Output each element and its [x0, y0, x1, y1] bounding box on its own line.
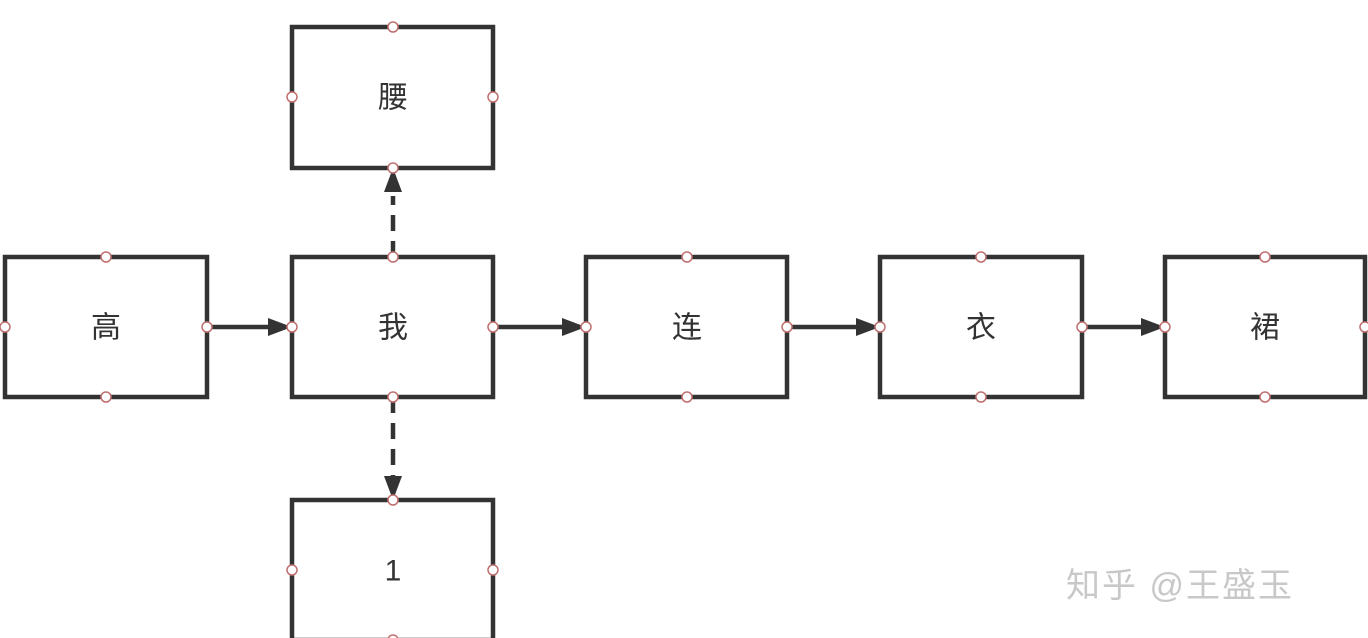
- connection-point[interactable]: [1076, 321, 1088, 333]
- connection-point[interactable]: [387, 251, 399, 263]
- edge-wo-one[interactable]: [384, 397, 402, 500]
- node-lian[interactable]: 连: [580, 251, 793, 403]
- edge-wo-waist[interactable]: [384, 168, 402, 257]
- watermark-text: 知乎 @王盛玉: [1066, 567, 1294, 605]
- connection-point[interactable]: [100, 391, 112, 403]
- node-box: [289, 24, 496, 171]
- node-waist[interactable]: 腰: [286, 21, 499, 174]
- edge-lian-yi[interactable]: [787, 318, 880, 336]
- node-label: 连: [672, 312, 702, 345]
- connection-point[interactable]: [387, 391, 399, 403]
- node-label: 我: [378, 312, 408, 345]
- connection-point[interactable]: [781, 321, 793, 333]
- arrowhead-down-icon: [384, 476, 402, 500]
- watermark: 知乎 @王盛玉 知乎 @王盛玉: [1066, 567, 1296, 607]
- connection-point[interactable]: [286, 321, 298, 333]
- connection-point[interactable]: [681, 391, 693, 403]
- connection-point[interactable]: [487, 91, 499, 103]
- connection-point[interactable]: [874, 321, 886, 333]
- connection-point[interactable]: [580, 321, 592, 333]
- connection-point[interactable]: [1159, 321, 1171, 333]
- connection-point[interactable]: [1259, 391, 1271, 403]
- node-label: 衣: [966, 312, 996, 345]
- node-one[interactable]: 1: [286, 494, 499, 638]
- connection-point[interactable]: [387, 162, 399, 174]
- edge-gao-wo[interactable]: [207, 318, 292, 336]
- connection-point[interactable]: [100, 251, 112, 263]
- connection-point[interactable]: [387, 634, 399, 638]
- node-yi[interactable]: 衣: [874, 251, 1088, 403]
- connection-point[interactable]: [1259, 251, 1271, 263]
- edge-yi-qun[interactable]: [1082, 318, 1165, 336]
- connection-point[interactable]: [0, 321, 11, 333]
- node-label: 高: [91, 312, 121, 345]
- connection-point[interactable]: [286, 91, 298, 103]
- arrowhead-up-icon: [384, 168, 402, 192]
- edge-wo-lian[interactable]: [493, 318, 586, 336]
- node-qun[interactable]: 裙: [1159, 251, 1368, 403]
- arrowhead-right-icon: [1141, 318, 1165, 336]
- node-label: 裙: [1250, 312, 1280, 345]
- arrowhead-right-icon: [562, 318, 586, 336]
- connection-point[interactable]: [201, 321, 213, 333]
- connection-point[interactable]: [975, 251, 987, 263]
- arrowhead-right-icon: [856, 318, 880, 336]
- connection-point[interactable]: [286, 564, 298, 576]
- connection-point[interactable]: [1359, 321, 1368, 333]
- node-wo[interactable]: 我: [286, 251, 499, 403]
- node-gao[interactable]: 高: [0, 251, 213, 403]
- node-label: 腰: [378, 82, 408, 115]
- watermark-highlight-text: 知乎 @王盛玉: [1068, 569, 1296, 607]
- connection-point[interactable]: [387, 494, 399, 506]
- connection-point[interactable]: [487, 564, 499, 576]
- node-label: 1: [385, 555, 402, 588]
- connection-point[interactable]: [681, 251, 693, 263]
- connection-point[interactable]: [387, 21, 399, 33]
- arrowhead-right-icon: [268, 318, 292, 336]
- connection-point[interactable]: [487, 321, 499, 333]
- connection-point[interactable]: [975, 391, 987, 403]
